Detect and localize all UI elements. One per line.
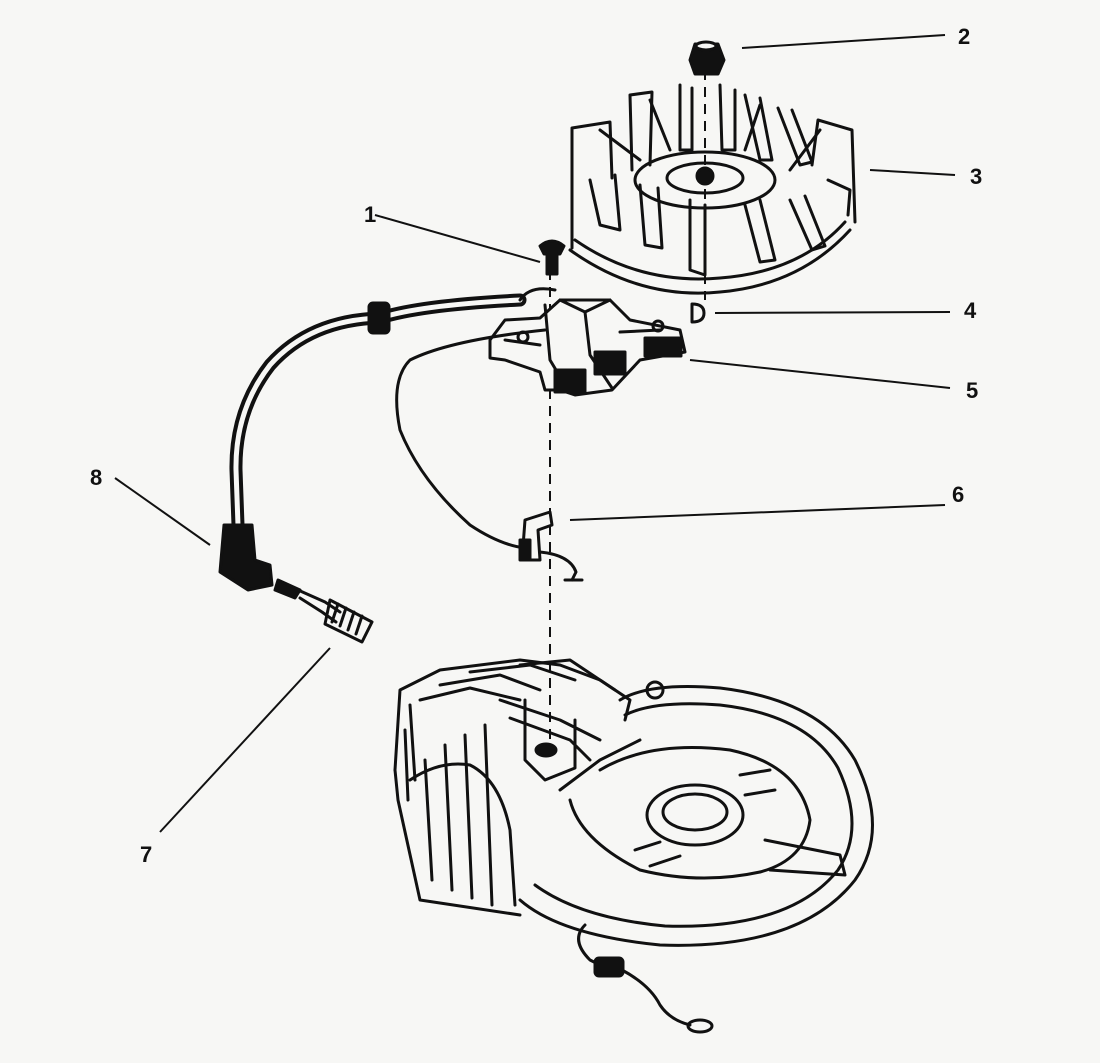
flywheel — [568, 83, 857, 295]
stop-switch-wire — [577, 923, 714, 1034]
spark-plug-boot — [218, 523, 274, 592]
ground-wire-clip — [395, 328, 584, 582]
spark-plug — [273, 578, 374, 644]
callout-6: 6 — [952, 482, 964, 507]
callout-4: 4 — [964, 298, 977, 323]
engine-crankcase — [393, 658, 874, 947]
callout-1: 1 — [364, 202, 376, 227]
flywheel-nut — [688, 40, 726, 76]
callout-2: 2 — [958, 24, 970, 49]
callout-leaders — [114, 34, 956, 833]
callout-3: 3 — [970, 164, 982, 189]
callout-7: 7 — [140, 842, 152, 867]
flywheel-key — [690, 302, 706, 324]
ignition-armature — [488, 298, 687, 397]
callout-labels: 1 2 3 4 5 6 7 8 — [90, 24, 982, 867]
spark-plug-lead — [229, 287, 557, 532]
callout-5: 5 — [966, 378, 978, 403]
callout-8: 8 — [90, 465, 102, 490]
mounting-screw — [538, 239, 566, 276]
